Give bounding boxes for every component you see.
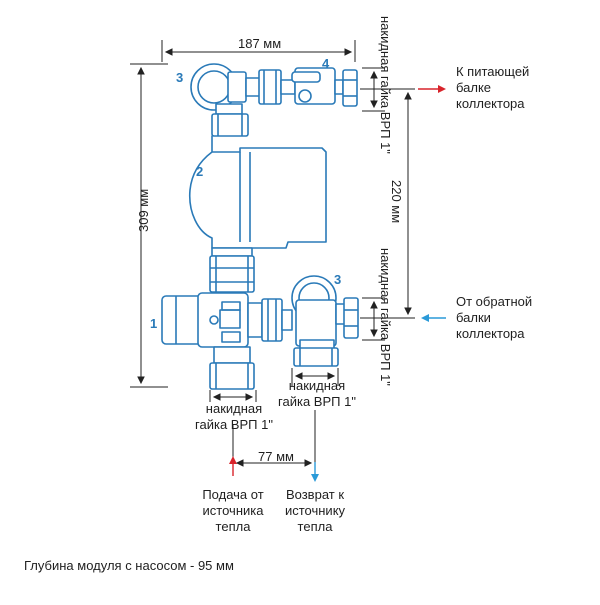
label-bottom-nut-line2: гайка ВРП 1" (278, 394, 356, 409)
flow-supply-from-source-line3: тепла (215, 519, 251, 534)
flow-from-return-line3: коллектора (456, 326, 525, 341)
dim-spacing-right: 220 мм (389, 180, 404, 224)
flow-supply-from-source-line1: Подача от (202, 487, 264, 502)
footer-note: Глубина модуля с насосом - 95 мм (24, 558, 234, 573)
label-bottom-nut-line1: накидная (288, 378, 346, 393)
label-bottom-left-nut: накидная гайка ВРП 1" (184, 401, 284, 433)
dim-height-left: 309 мм (136, 188, 151, 232)
dim-width-top: 187 мм (238, 36, 282, 51)
flow-to-supply-line2: балке (456, 80, 492, 95)
part-number-ball-valve: 4 (322, 56, 330, 71)
flow-supply-from-source-line2: источника (202, 503, 264, 518)
part-number-pump: 2 (196, 164, 204, 179)
flow-return-to-source-line1: Возврат к (285, 487, 345, 502)
flow-from-return-line1: От обратной (456, 294, 533, 309)
flow-to-supply: К питающей балке коллектора (456, 64, 529, 112)
flow-return-to-source-line3: тепла (297, 519, 333, 534)
label-top-right-nut: накидная гайка ВРП 1" (378, 16, 393, 154)
part-number-tee-bottom: 3 (334, 272, 342, 287)
part-number-valve: 1 (150, 316, 158, 331)
flow-return-to-source-line2: источнику (284, 503, 346, 518)
flow-from-return-line2: балки (456, 310, 491, 325)
label-bottom-left-nut-line1: накидная (205, 401, 263, 416)
flow-from-return: От обратной балки коллектора (456, 294, 532, 342)
flow-supply-from-source: Подача от источника тепла (183, 487, 283, 535)
label-bottom-nut: накидная гайка ВРП 1" (272, 378, 362, 410)
part-number-tee-top: 3 (176, 70, 184, 85)
dimension-lines (130, 40, 415, 470)
flow-return-to-source: Возврат к источнику тепла (262, 487, 368, 535)
flow-arrows (229, 85, 446, 482)
label-mid-right-nut: накидная гайка ВРП 1" (378, 248, 393, 386)
label-bottom-left-nut-line2: гайка ВРП 1" (195, 417, 273, 432)
dim-bottom-spacing: 77 мм (258, 449, 294, 464)
hydraulic-assembly (161, 63, 359, 390)
flow-to-supply-line1: К питающей (456, 64, 530, 79)
flow-to-supply-line3: коллектора (456, 96, 525, 111)
